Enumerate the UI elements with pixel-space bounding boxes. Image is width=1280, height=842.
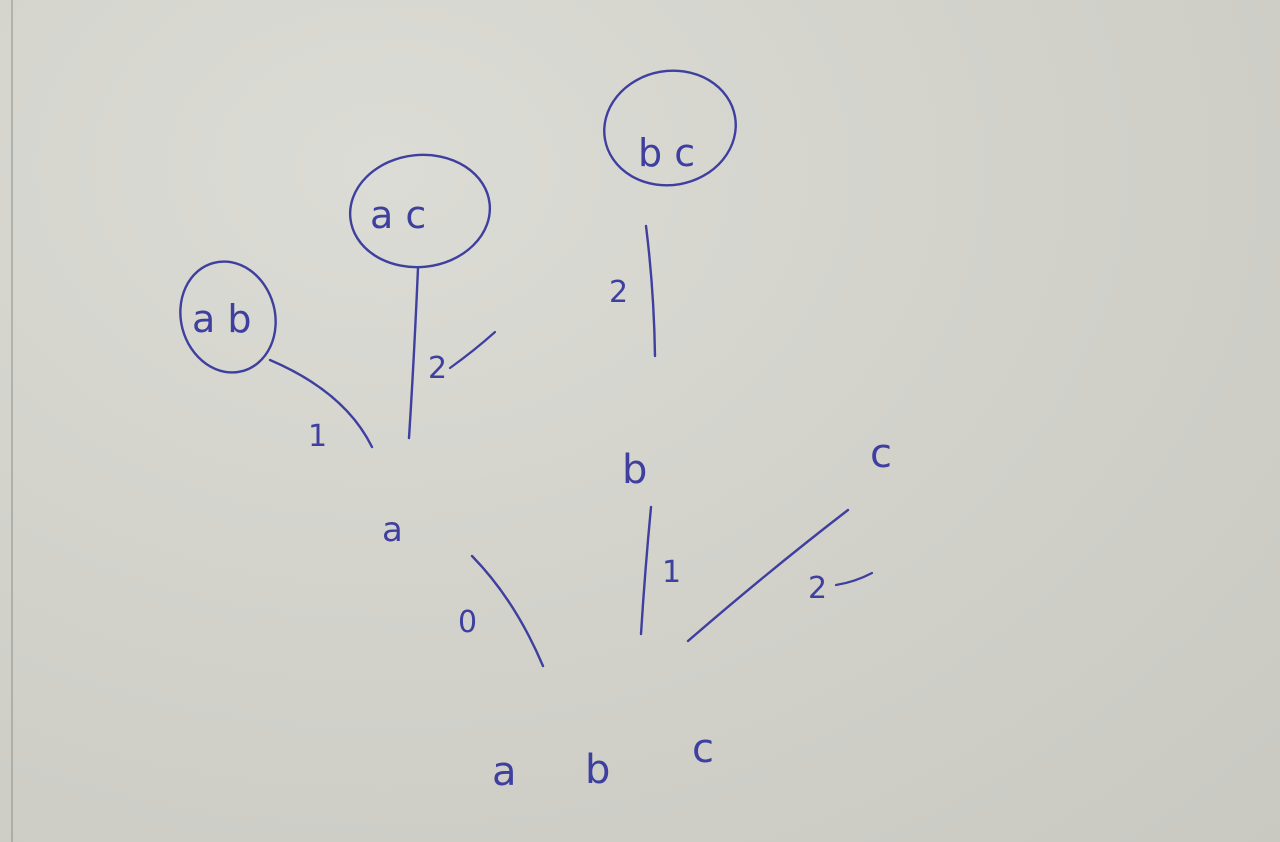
root-letter-a: a — [492, 749, 517, 795]
edge-a-to-ab: 1 — [268, 358, 374, 454]
node-ab-label: a b — [192, 297, 252, 341]
root-letter-b: b — [585, 747, 610, 793]
edge-root-to-c: 2 — [686, 508, 874, 643]
edge-weight-root-a: 0 — [458, 605, 477, 640]
node-ab-circled: a b — [179, 260, 277, 374]
node-ac-label: a c — [370, 193, 426, 237]
edge-root-to-a: 0 — [458, 554, 545, 668]
node-ac-circled: a c — [348, 153, 492, 269]
edge-weight-root-c: 2 — [808, 571, 827, 606]
edge-weight-a-ac: 2 — [428, 351, 447, 386]
node-c: c — [870, 431, 892, 477]
node-a: a — [382, 510, 403, 550]
edge-weight-a-ab: 1 — [308, 419, 327, 454]
node-bc-label: b c — [638, 131, 695, 175]
edge-root-to-b: 1 — [639, 505, 681, 636]
edge-weight-underline — [834, 571, 874, 587]
node-b: b — [622, 447, 647, 493]
root-letter-c: c — [692, 726, 714, 772]
edge-weight-root-b: 1 — [662, 555, 681, 590]
edge-weight-tick — [448, 330, 497, 370]
edge-weight-b-bc: 2 — [609, 275, 628, 310]
edge-a-to-ac: 2 — [407, 266, 497, 440]
edge-b-to-bc: 2 — [609, 224, 657, 358]
node-bc-circled: b c — [603, 69, 737, 187]
root-node: a b c — [492, 726, 714, 795]
